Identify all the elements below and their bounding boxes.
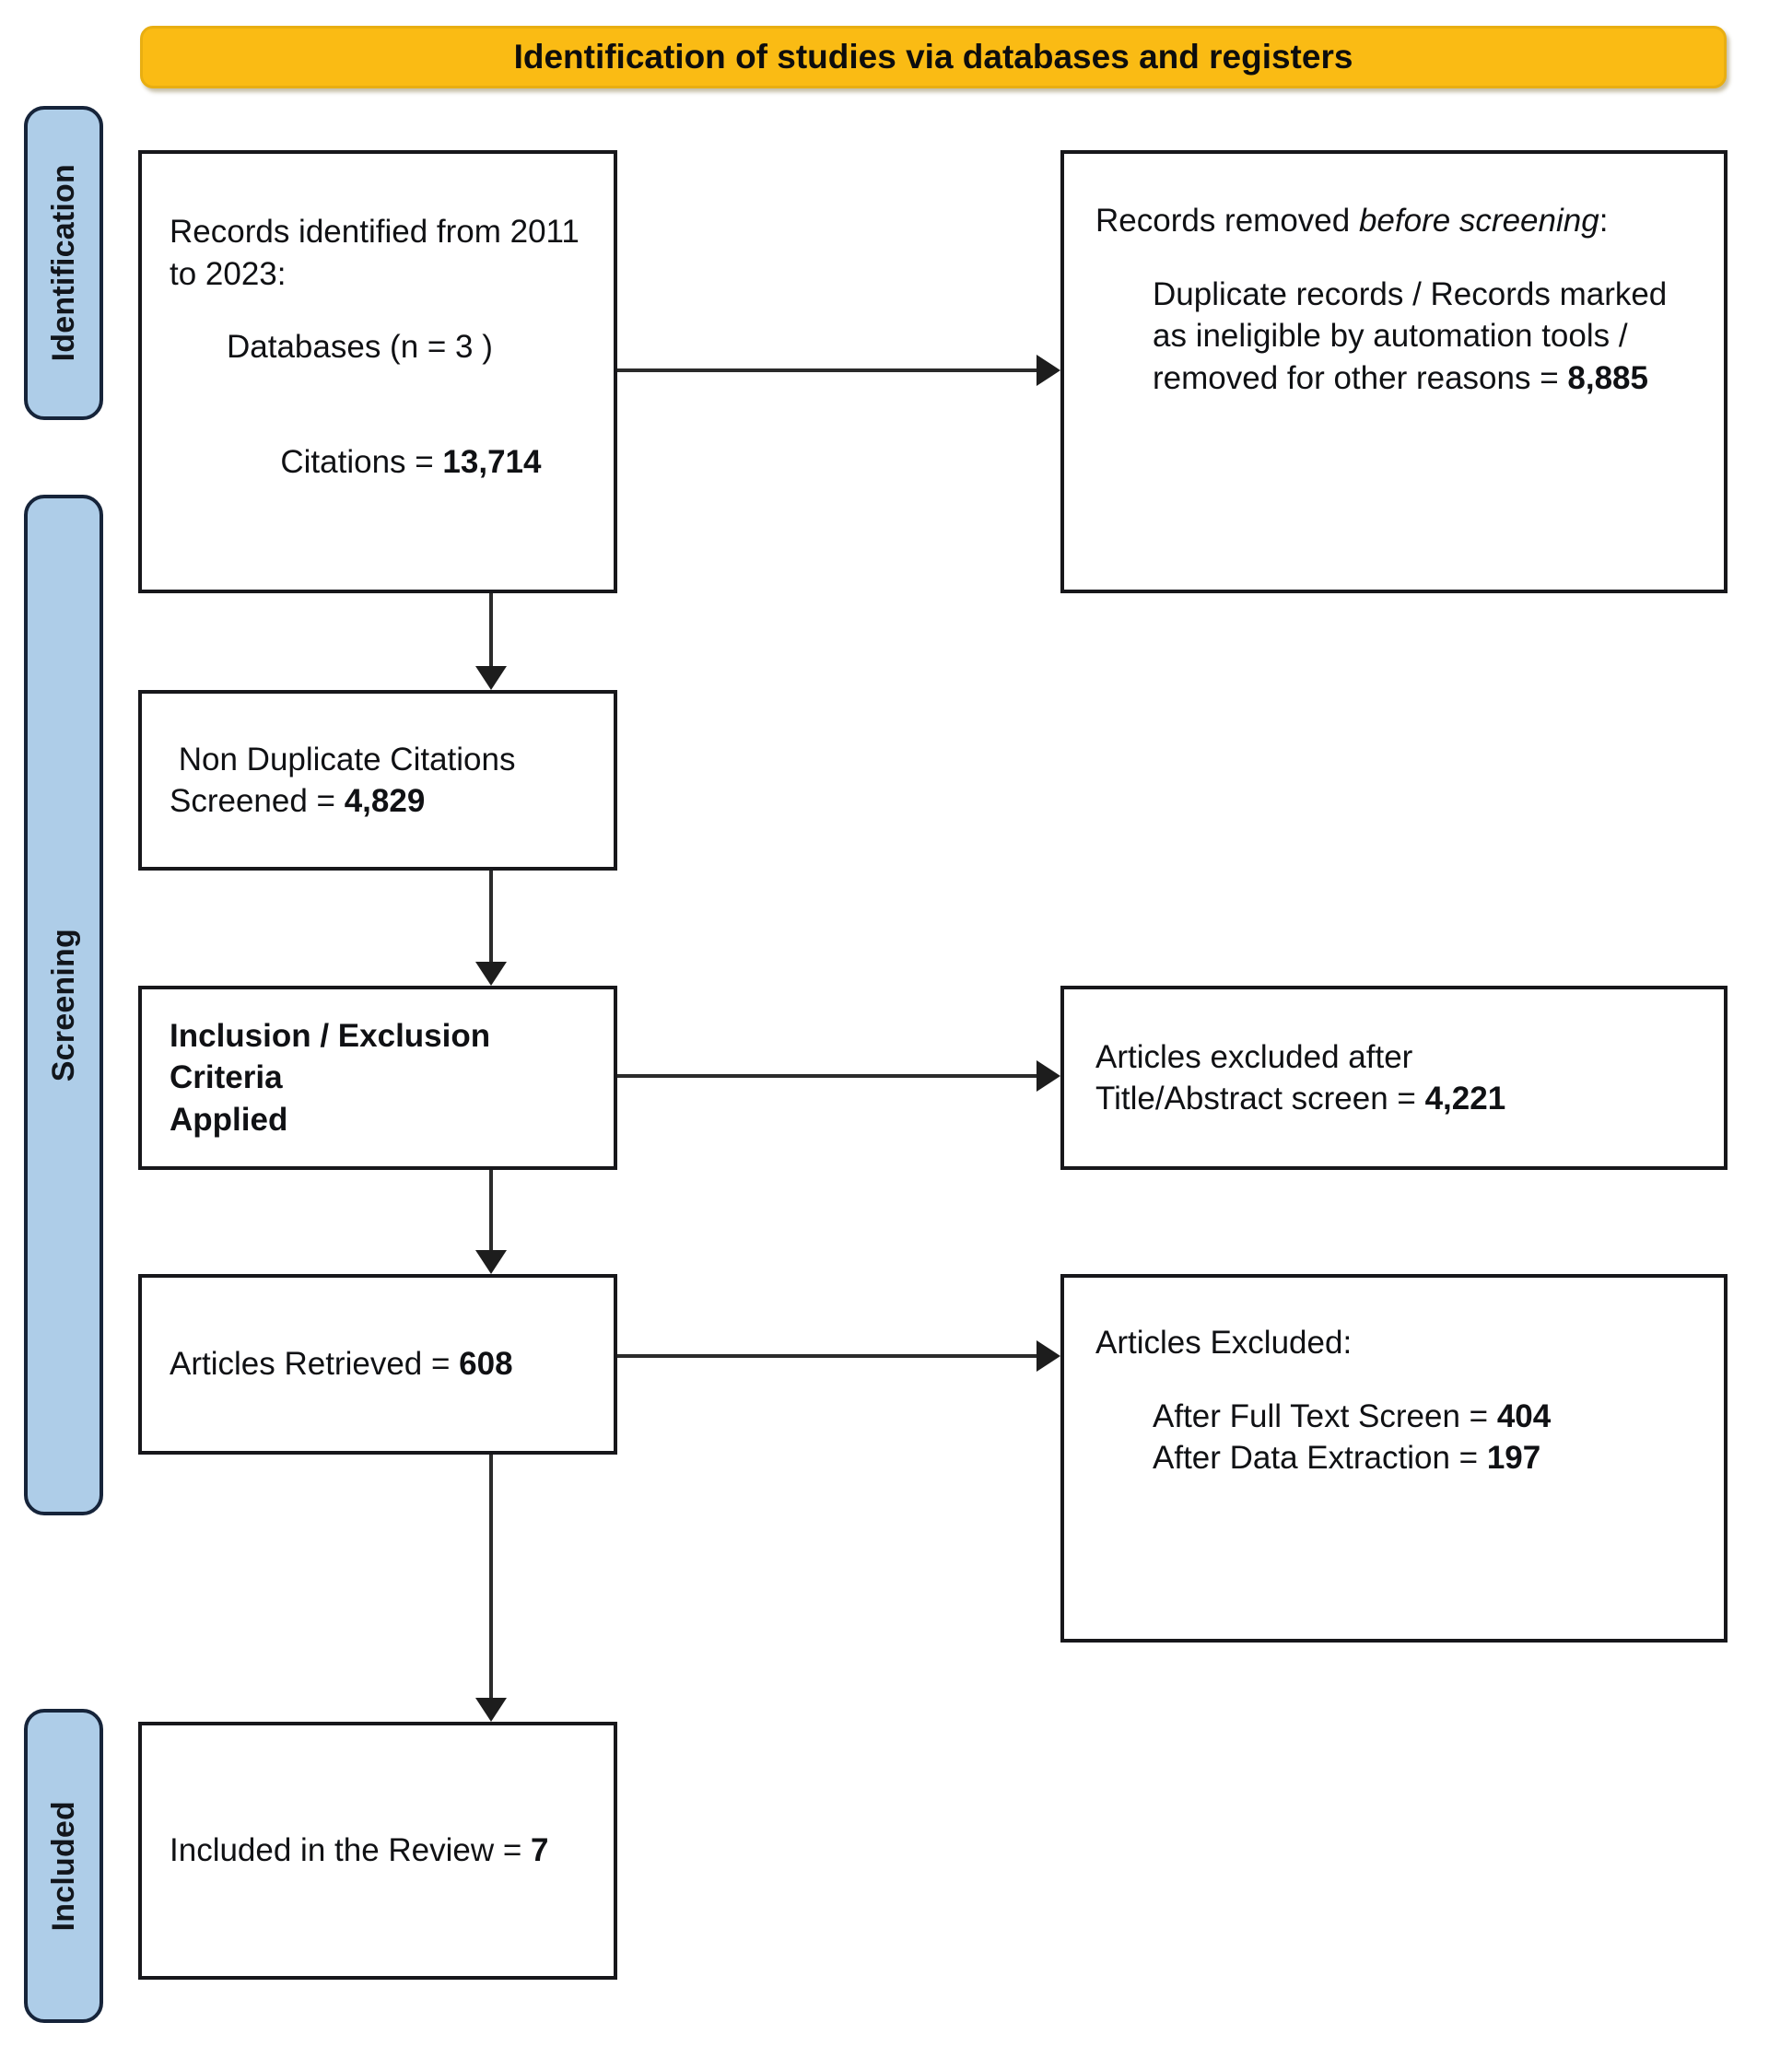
- arrow-right-icon: [1037, 1060, 1060, 1092]
- records-removed-detail: Duplicate records / Records marked as in…: [1153, 274, 1698, 400]
- excluded-ta-line2: Title/Abstract screen = 4,221: [1095, 1078, 1696, 1120]
- excluded-ta-value: 4,221: [1424, 1081, 1506, 1117]
- records-removed-title-prefix: Records removed: [1095, 203, 1359, 239]
- arrow-down-icon: [475, 962, 507, 986]
- records-identified-citations: Citations = 13,714: [227, 400, 586, 526]
- articles-excluded-title: Articles Excluded:: [1095, 1325, 1353, 1361]
- articles-excluded-data-extraction: After Data Extraction = 197: [1153, 1437, 1696, 1479]
- non-duplicate-line2: Screened = 4,829: [170, 780, 586, 823]
- non-duplicate-line1: Non Duplicate Citations: [170, 741, 516, 777]
- records-removed-title: Records removed before screening:: [1095, 200, 1698, 242]
- diagram-header-banner: Identification of studies via databases …: [140, 26, 1727, 88]
- arrow-down-icon: [475, 1250, 507, 1274]
- connector-nonduplicate-to-criteria: [475, 871, 507, 986]
- excluded-ta-label: Title/Abstract screen =: [1095, 1081, 1425, 1117]
- articles-retrieved-label: Articles Retrieved =: [170, 1346, 460, 1383]
- phase-bar-included: Included: [24, 1709, 103, 2023]
- connector-criteria-to-retrieved: [475, 1170, 507, 1274]
- full-text-label: After Full Text Screen =: [1153, 1397, 1497, 1434]
- non-duplicate-value: 4,829: [344, 783, 426, 819]
- box-criteria-applied: Inclusion / Exclusion Criteria Applied: [138, 986, 617, 1170]
- citations-value: 13,714: [442, 444, 542, 480]
- arrow-down-icon: [475, 1698, 507, 1722]
- connector-criteria-to-excluded: [617, 1060, 1060, 1092]
- box-articles-retrieved: Articles Retrieved = 608: [138, 1274, 617, 1455]
- phase-bar-identification: Identification: [24, 106, 103, 420]
- criteria-line2: Applied: [170, 1101, 288, 1138]
- data-extraction-label: After Data Extraction =: [1153, 1440, 1487, 1476]
- phase-bar-screening: Screening: [24, 495, 103, 1515]
- criteria-line1: Inclusion / Exclusion Criteria: [170, 1017, 499, 1096]
- connector-identified-to-removed: [617, 355, 1060, 386]
- phase-label-identification: Identification: [45, 164, 81, 362]
- citations-label: Citations =: [280, 444, 443, 480]
- records-removed-detail-text: Duplicate records / Records marked as in…: [1153, 275, 1677, 396]
- connector-retrieved-to-included: [475, 1455, 507, 1722]
- records-removed-detail-value: 8,885: [1567, 359, 1648, 396]
- box-included-review: Included in the Review = 7: [138, 1722, 617, 1980]
- arrow-down-icon: [475, 666, 507, 690]
- records-removed-title-suffix: :: [1599, 203, 1609, 239]
- records-identified-title: Records identified from 2011 to 2023:: [170, 214, 589, 292]
- box-non-duplicate-screened: Non Duplicate Citations Screened = 4,829: [138, 690, 617, 871]
- connector-identified-to-nonduplicate: [475, 593, 507, 690]
- phase-label-screening: Screening: [45, 928, 81, 1082]
- full-text-value: 404: [1496, 1397, 1552, 1434]
- arrow-right-icon: [1037, 355, 1060, 386]
- records-identified-databases: Databases (n = 3 ): [227, 329, 493, 365]
- connector-retrieved-to-excluded: [617, 1340, 1060, 1372]
- box-records-identified: Records identified from 2011 to 2023: Da…: [138, 150, 617, 593]
- articles-excluded-full-text: After Full Text Screen = 404: [1153, 1396, 1696, 1438]
- box-records-removed: Records removed before screening: Duplic…: [1060, 150, 1728, 593]
- records-removed-title-italic: before screening: [1358, 203, 1599, 239]
- box-articles-excluded: Articles Excluded: After Full Text Scree…: [1060, 1274, 1728, 1643]
- included-review-line: Included in the Review = 7: [170, 1830, 586, 1872]
- excluded-ta-line1: Articles excluded after: [1095, 1038, 1413, 1075]
- articles-retrieved-line: Articles Retrieved = 608: [170, 1343, 586, 1385]
- arrow-right-icon: [1037, 1340, 1060, 1372]
- articles-retrieved-value: 608: [459, 1346, 513, 1383]
- included-review-label: Included in the Review =: [170, 1832, 532, 1869]
- diagram-title: Identification of studies via databases …: [513, 38, 1353, 76]
- non-duplicate-label: Screened =: [170, 783, 345, 819]
- phase-label-included: Included: [45, 1800, 81, 1932]
- included-review-value: 7: [531, 1832, 549, 1869]
- data-extraction-value: 197: [1486, 1440, 1541, 1476]
- box-excluded-title-abstract: Articles excluded after Title/Abstract s…: [1060, 986, 1728, 1170]
